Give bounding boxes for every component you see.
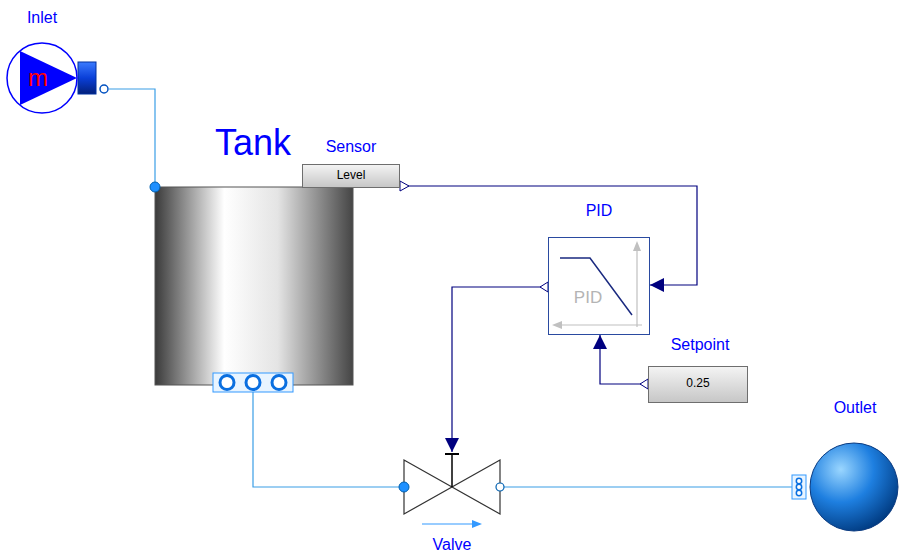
output-port	[640, 379, 648, 389]
connector-line	[504, 486, 792, 487]
arrowhead	[593, 335, 607, 349]
outlet-boundary-symbol	[792, 442, 900, 532]
pump-source: Inletm	[6, 42, 109, 114]
outlet-boundary-symbol	[792, 475, 806, 499]
component-name: Tank	[215, 122, 291, 163]
pump-source-symbol	[100, 85, 108, 93]
pid-controller-symbol	[562, 324, 642, 325]
flow-direction-arrow	[422, 523, 474, 524]
sensor-quantity: Level	[337, 169, 366, 183]
pump-source-symbol	[20, 51, 77, 105]
setpoint-constant: Setpoint0.25	[648, 366, 748, 403]
fluid-connection	[253, 392, 400, 487]
control-valve-symbol	[451, 454, 453, 487]
component-name: Outlet	[834, 399, 877, 417]
component-name: Valve	[433, 536, 472, 554]
tank-vessel-symbol	[150, 182, 160, 192]
control-valve-symbol	[452, 460, 500, 514]
signal-connection	[593, 335, 648, 384]
output-port	[400, 181, 409, 191]
component-name: PID	[586, 202, 613, 220]
control-valve-symbol	[400, 452, 504, 518]
setpoint-constant-symbol	[649, 367, 748, 403]
connector-line	[253, 392, 400, 487]
pid-controller-symbol	[552, 321, 562, 329]
control-valve-symbol	[445, 453, 459, 455]
control-valve: Valve	[400, 452, 504, 518]
level-sensor: SensorLevel	[302, 164, 400, 188]
tank-vessel-symbol	[155, 187, 353, 392]
pid-controller-symbol	[548, 237, 650, 335]
control-valve-symbol	[404, 460, 452, 514]
fluid-connection	[504, 487, 792, 488]
output-port	[540, 282, 548, 292]
tank-vessel: Tank	[155, 187, 353, 392]
component-name: Setpoint	[671, 336, 730, 354]
pid-controller-symbol	[560, 258, 632, 315]
pid-controller: PIDPID	[548, 237, 650, 335]
pump-letter: m	[28, 64, 48, 92]
icon-text: PID	[574, 288, 602, 308]
arrowhead	[650, 278, 664, 292]
outlet-boundary-symbol	[810, 443, 898, 531]
outlet-boundary-symbol	[796, 490, 801, 495]
tank-vessel-symbol	[155, 187, 353, 385]
connector-line	[452, 287, 548, 452]
control-valve-symbol	[399, 482, 409, 492]
flow-direction-arrow	[472, 520, 482, 528]
control-valve-symbol	[496, 483, 504, 491]
component-name: Sensor	[326, 138, 377, 156]
arrowhead	[445, 438, 459, 452]
connector-line	[109, 89, 155, 187]
tank-vessel-symbol	[220, 376, 234, 390]
pid-controller-symbol	[549, 238, 650, 335]
pump-source-symbol	[78, 62, 96, 94]
fluid-connection	[109, 89, 155, 187]
component-name: Inlet	[27, 9, 57, 27]
outlet-boundary-symbol	[796, 478, 801, 483]
outlet-boundary: Outlet	[792, 442, 900, 532]
setpoint-value: 0.25	[686, 377, 709, 391]
tank-vessel-symbol	[246, 376, 260, 390]
outlet-boundary-symbol	[796, 484, 801, 489]
tank-vessel-symbol	[213, 373, 293, 392]
tank-vessel-symbol	[272, 376, 286, 390]
pid-controller-symbol	[633, 241, 641, 251]
pid-controller-symbol	[636, 249, 637, 327]
pump-source-symbol	[7, 43, 77, 113]
level-sensor-symbol	[303, 165, 400, 188]
connector-line	[600, 335, 648, 384]
pump-source-symbol	[6, 42, 109, 114]
signal-connection	[445, 287, 548, 452]
